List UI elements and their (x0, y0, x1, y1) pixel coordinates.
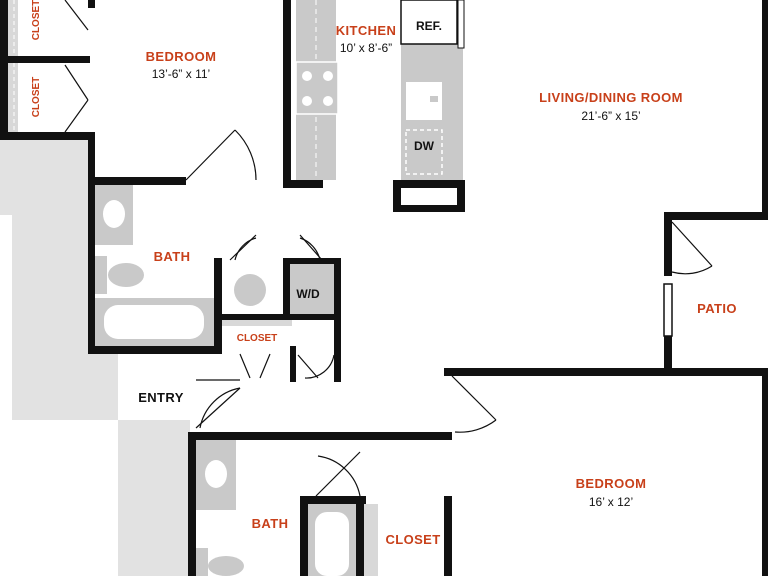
bathtub-icon (95, 298, 214, 346)
ref-label: REF. (416, 19, 442, 33)
washer-dryer (290, 264, 334, 314)
top-closets (8, 0, 89, 133)
room-dims-living: 21’-6” x 15’ (581, 109, 640, 123)
room-name-bath-top: BATH (154, 249, 191, 264)
stove-icon (295, 61, 339, 115)
exterior-areas (0, 140, 190, 576)
room-dims-kitchen: 10’ x 8’-6” (340, 41, 392, 55)
room-dims-bedroom-top: 13’-6” x 11’ (152, 67, 210, 81)
closet-label-top-left-2: CLOSET (31, 77, 42, 118)
room-name-patio: PATIO (697, 301, 737, 316)
room-name-kitchen: KITCHEN (336, 23, 397, 38)
toilet-icon (196, 548, 244, 576)
closet-label-top-left-1: CLOSET (31, 0, 42, 40)
bathtub-icon (308, 504, 356, 576)
door-swing-icon (185, 129, 713, 497)
toilet-icon (95, 256, 144, 294)
room-name-living: LIVING/DINING ROOM (539, 90, 683, 105)
wd-label: W/D (296, 287, 320, 301)
room-name-bath-bottom: BATH (252, 516, 289, 531)
bath-bottom-fixtures (196, 440, 378, 576)
room-name-closet-bottom: CLOSET (385, 532, 440, 547)
room-dims-bedroom-bottom: 16’ x 12’ (589, 495, 633, 509)
closet-label-hall: CLOSET (237, 333, 278, 344)
bath-top-fixtures (95, 185, 214, 346)
room-name-entry: ENTRY (138, 390, 184, 405)
hall-closet-shelf (222, 320, 292, 346)
room-name-bedroom-top: BEDROOM (146, 49, 217, 64)
water-heater-icon (222, 264, 282, 314)
labels: CLOSET CLOSET BEDROOM 13’-6” x 11’ KITCH… (31, 0, 737, 547)
dishwasher (405, 129, 443, 175)
dw-label: DW (414, 139, 435, 153)
room-name-bedroom-bottom: BEDROOM (576, 476, 647, 491)
refrigerator (400, 0, 458, 45)
sink-icon (406, 82, 442, 120)
